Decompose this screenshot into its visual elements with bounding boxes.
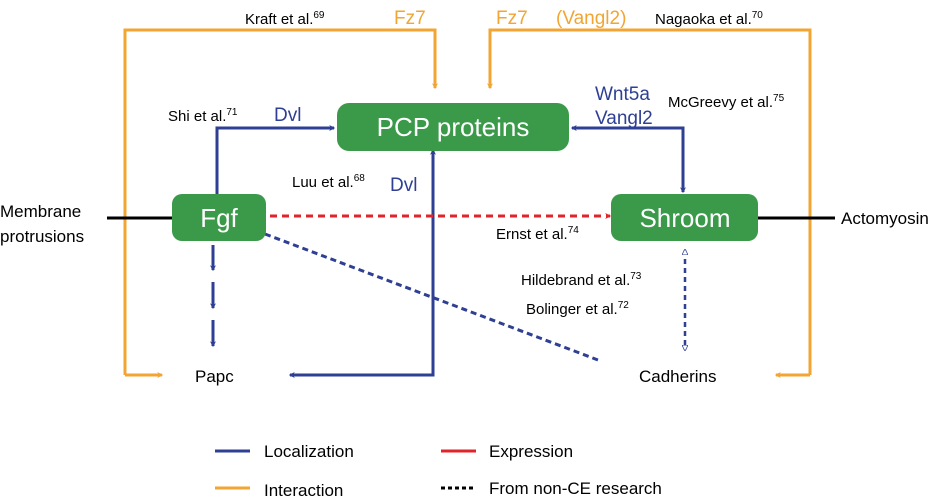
kraft-citation: Kraft et al.69 (245, 10, 325, 28)
legend-interaction-label: Interaction (264, 481, 343, 500)
cadherins-label: Cadherins (639, 367, 717, 386)
fgf-to-pcp-arrow (215, 125, 336, 196)
mcgreevy-name: McGreevy et al. (668, 94, 773, 111)
papc-label: Papc (195, 367, 234, 386)
kraft-fz7-connector (123, 28, 438, 375)
mcgreevy-citation: McGreevy et al.75 (668, 93, 785, 111)
dvl-shi-label: Dvl (274, 105, 301, 126)
fz7-right-label: Fz7 (496, 8, 528, 29)
nagaoka-name: Nagaoka et al. (655, 11, 752, 28)
hildebrand-ref: 73 (630, 271, 642, 282)
shi-name: Shi et al. (168, 108, 226, 125)
wnt5a-label: Wnt5a (595, 84, 650, 105)
membrane-label-line2: protrusions (0, 227, 84, 246)
pcp-proteins-node: PCP proteins (337, 103, 569, 151)
legend-non-ce-label: From non-CE research (489, 479, 662, 498)
shi-ref: 71 (226, 107, 238, 118)
localization-connectors (210, 125, 686, 378)
legend: Localization Expression Interaction From… (215, 442, 662, 500)
luu-name: Luu et al. (292, 174, 354, 191)
legend-expression-label: Expression (489, 442, 573, 461)
dvl-luu-label: Dvl (390, 175, 417, 196)
vangl2-paren-label: (Vangl2) (556, 8, 626, 29)
vangl2-label: Vangl2 (595, 108, 653, 129)
shroom-node: Shroom (611, 194, 758, 241)
pcp-papc-arrow (288, 148, 436, 378)
nagaoka-fz7-connector (487, 28, 812, 375)
ernst-ref: 74 (568, 225, 580, 236)
bolinger-name: Bolinger et al. (526, 301, 618, 318)
mcgreevy-ref: 75 (773, 93, 785, 104)
pcp-shroom-arrow (570, 125, 686, 194)
bolinger-ref: 72 (618, 300, 630, 311)
luu-citation: Luu et al.68 (292, 173, 365, 191)
nagaoka-ref: 70 (752, 10, 764, 21)
membrane-label-line1: Membrane (0, 202, 81, 221)
actomyosin-label: Actomyosin (841, 209, 929, 228)
ernst-citation: Ernst et al.74 (496, 225, 579, 243)
fgf-node: Fgf (172, 194, 266, 241)
kraft-name: Kraft et al. (245, 11, 313, 28)
hildebrand-citation: Hildebrand et al.73 (521, 271, 642, 289)
fz7-left-label: Fz7 (394, 8, 426, 29)
shi-citation: Shi et al.71 (168, 107, 238, 125)
interaction-connectors (123, 28, 812, 378)
kraft-ref: 69 (313, 10, 325, 21)
bolinger-citation: Bolinger et al.72 (526, 300, 629, 318)
ernst-name: Ernst et al. (496, 226, 568, 243)
hildebrand-name: Hildebrand et al. (521, 272, 630, 289)
fgf-label: Fgf (200, 203, 238, 233)
pcp-proteins-label: PCP proteins (377, 112, 530, 142)
nagaoka-citation: Nagaoka et al.70 (655, 10, 763, 28)
shroom-label: Shroom (639, 203, 730, 233)
legend-localization-label: Localization (264, 442, 354, 461)
luu-ref: 68 (354, 173, 366, 184)
